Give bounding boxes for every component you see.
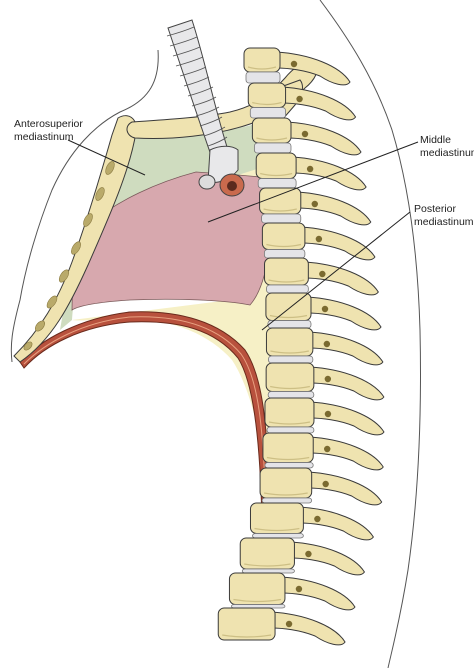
leader-line-posterior [261,211,411,331]
intervertebral-disc [241,568,295,574]
intervertebral-disc [267,320,312,329]
intervertebral-foramen [290,60,298,68]
intervertebral-disc [268,355,314,364]
spinous-process [296,191,372,226]
spinous-process [275,51,351,86]
intervertebral-foramen [321,305,329,313]
label-posterior-line1: Posterior [414,203,457,215]
intervertebral-disc [245,71,281,84]
intervertebral-disc [249,107,286,119]
intervertebral-disc [263,249,306,259]
spinous-process [306,296,382,331]
spinous-process [308,331,384,366]
intervertebral-foramen [285,620,293,628]
vertebral-body [217,607,276,641]
intervertebral-foramen [322,480,329,488]
intervertebral-disc [266,426,315,434]
costal-cartilage-pits [23,161,115,351]
label-posterior-line2: mediastinum [414,216,474,228]
diaphragm [19,311,271,523]
intervertebral-disc [252,533,304,539]
leader-line-middle [207,141,419,223]
label-middle-mediastinum: Middle mediastinum [420,134,474,160]
spinous-process [309,401,385,436]
vertebral-body [255,152,297,179]
intervertebral-foramen [296,95,303,103]
intervertebral-disc [257,178,297,189]
intervertebral-foramen [324,375,332,383]
intervertebral-foramen [301,130,309,138]
intervertebral-disc [231,604,286,609]
spinous-process [286,121,362,156]
vertebral-body [247,82,287,108]
clavicle [126,62,318,139]
trachea [166,19,245,197]
label-middle-line1: Middle [420,134,451,146]
intervertebral-foramen [319,270,326,278]
label-anterosuperior-line1: Anterosuperior [14,118,83,130]
label-anterosuperior-line2: mediastinum [14,131,74,143]
intervertebral-foramen [306,165,314,173]
intervertebral-foramen [305,550,312,558]
intervertebral-foramen [315,235,323,243]
spinous-process [308,436,384,471]
spinous-process [307,471,383,506]
spinous-process [298,506,374,541]
spinous-process [291,156,367,191]
intervertebral-disc [261,213,302,224]
intervertebral-foramen [311,200,318,208]
intervertebral-disc [253,142,292,154]
spinous-process [281,86,357,121]
anterior-body-outline [10,49,159,363]
intervertebral-disc [264,462,314,469]
spinous-process [303,261,379,296]
intervertebral-foramen [324,445,331,453]
leader-lines [67,139,419,331]
intervertebral-foramen [295,585,303,593]
intervertebral-disc [266,284,309,294]
intervertebral-disc [261,497,313,504]
label-middle-line2: mediastinum [420,147,474,159]
spinous-process [270,611,346,646]
intervertebral-foramen [314,515,321,523]
vertebral-body [251,117,292,144]
intervertebral-disc [267,391,315,399]
posterior-body-outline [319,0,421,668]
spinous-process [309,366,385,401]
spinous-process [289,541,366,576]
spinous-process [300,226,376,261]
label-anterosuperior-mediastinum: Anterosuperior mediastinum [14,118,83,144]
intervertebral-foramen [324,410,332,418]
vertebral-column [217,47,385,646]
intervertebral-foramen [323,340,331,348]
leader-line-anterosuperior [67,139,146,176]
spinous-process [280,576,356,611]
label-posterior-mediastinum: Posterior mediastinum [414,203,474,229]
